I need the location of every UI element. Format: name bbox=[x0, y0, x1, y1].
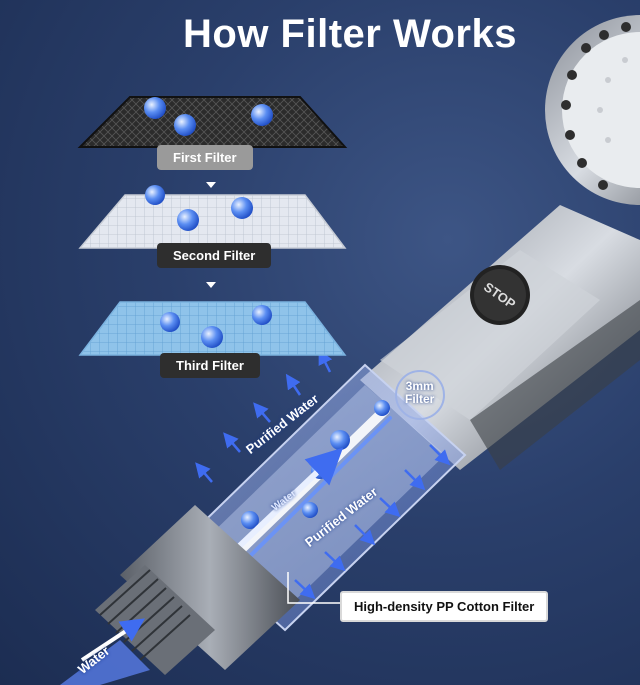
callout-leader bbox=[287, 572, 345, 604]
third-filter-label: Third Filter bbox=[160, 353, 260, 378]
inlet-arrow bbox=[80, 618, 146, 662]
down-arrow-icon bbox=[206, 282, 216, 288]
mm-filter-label: 3mm Filter bbox=[405, 379, 435, 406]
stop-button: STOP bbox=[470, 265, 530, 325]
page-title: How Filter Works bbox=[183, 12, 517, 56]
mm-filter-marker bbox=[395, 370, 445, 420]
second-filter-layer bbox=[78, 185, 347, 249]
first-filter-layer bbox=[77, 96, 348, 148]
third-filter-layer bbox=[78, 301, 347, 356]
first-filter-label: First Filter bbox=[157, 145, 253, 170]
second-filter-label: Second Filter bbox=[157, 243, 272, 268]
shower-head bbox=[545, 15, 640, 205]
inlet-water-jet bbox=[60, 640, 150, 685]
pp-cotton-filter-callout: High-density PP Cotton Filter bbox=[340, 591, 549, 622]
down-arrow-icon bbox=[206, 182, 216, 188]
